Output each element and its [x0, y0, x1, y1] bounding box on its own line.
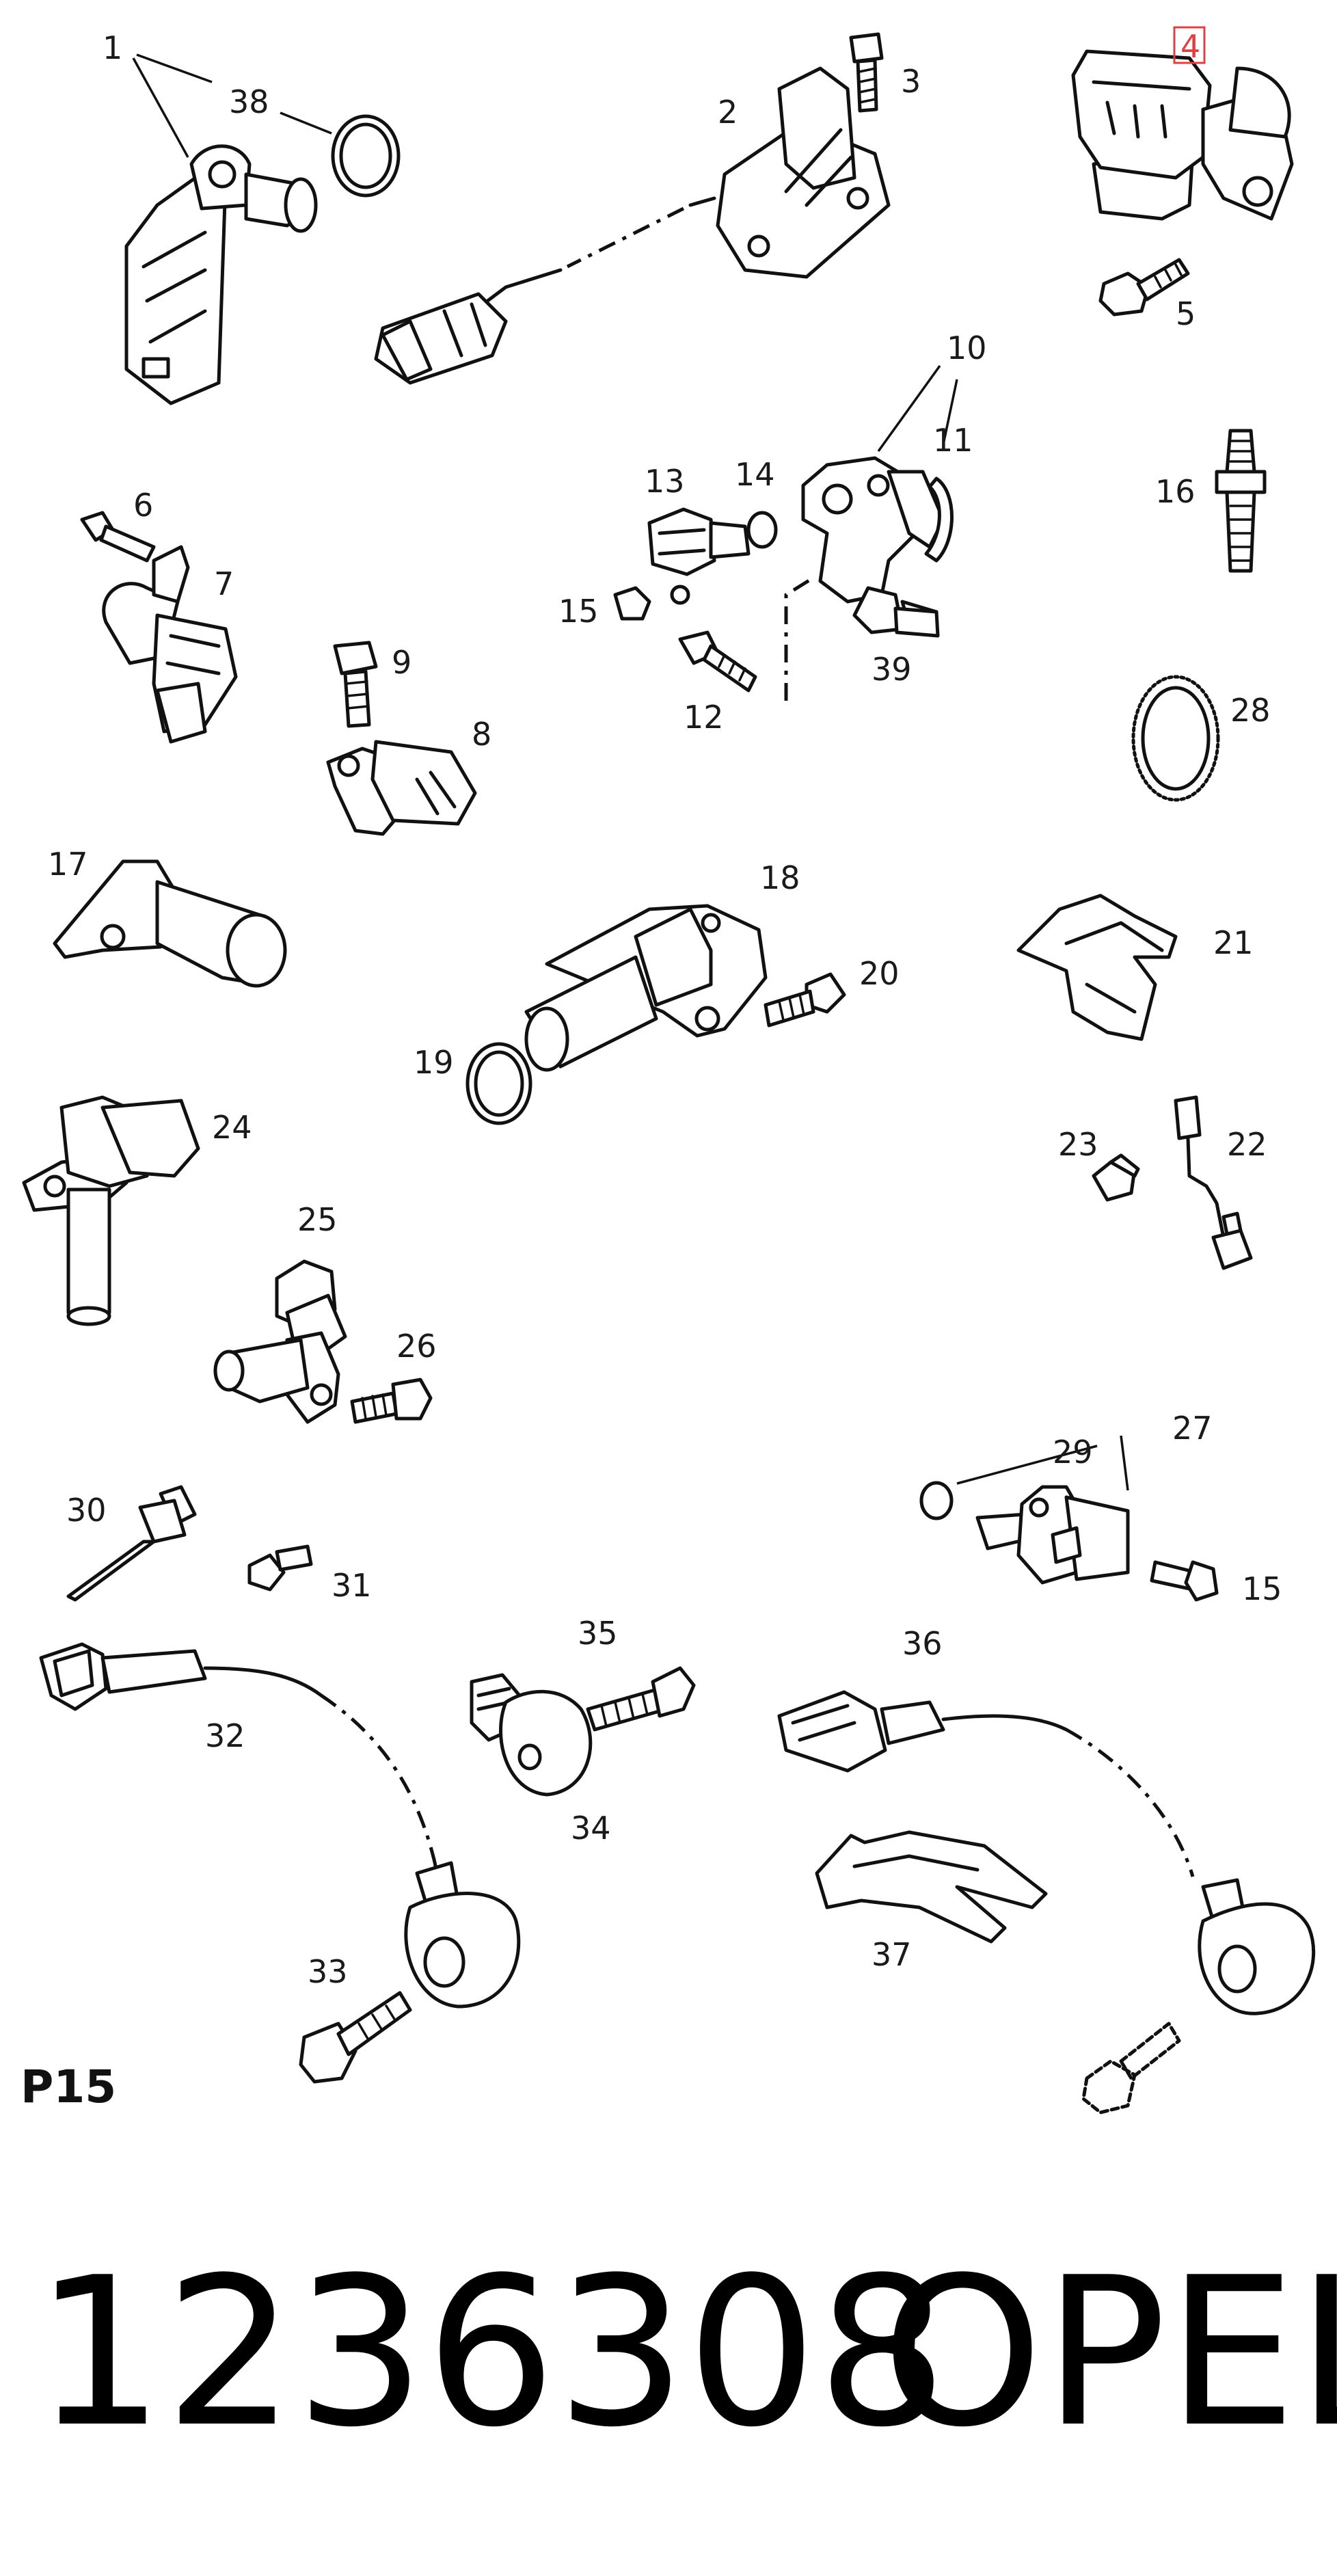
part-32-knock-sensor — [39, 1642, 521, 2009]
callout-31: 31 — [332, 1567, 372, 1604]
callout-29: 28 — [1230, 692, 1271, 729]
callout-13: 13 — [645, 463, 685, 500]
callout-1: 1 — [103, 29, 122, 66]
assembly-line — [784, 576, 815, 701]
callout-39: 39 — [872, 651, 912, 688]
leader-lines — [132, 53, 1129, 1491]
part-24-sensor — [22, 1095, 200, 1326]
part-30-sensor — [66, 1485, 197, 1602]
callout-4: 4 — [1180, 28, 1200, 65]
callout-11: 11 — [933, 422, 973, 459]
callout-17: 17 — [48, 846, 88, 883]
part-33-bolt — [299, 1991, 412, 2084]
callout-8: 8 — [472, 716, 491, 753]
callout-25: 25 — [297, 1201, 338, 1238]
callout-20: 20 — [859, 955, 900, 992]
part-34-knock-sensor — [470, 1673, 593, 1797]
callout-28: 29 — [1053, 1434, 1093, 1471]
part-35-bolt — [586, 1666, 696, 1732]
callout-9: 9 — [392, 644, 411, 681]
callout-34: 34 — [571, 1810, 611, 1847]
sheet-code: P15 — [21, 2061, 116, 2113]
part-4-camshaft-position-sensor — [1071, 49, 1294, 221]
callout-35: 35 — [578, 1615, 618, 1652]
callout-23: 23 — [1058, 1126, 1098, 1163]
part-10-sensor-bracket — [801, 456, 945, 634]
part-12-bolt — [678, 630, 757, 693]
part-23-bolt — [1092, 1153, 1140, 1202]
part-5-bolt — [1098, 258, 1190, 317]
callout-15-lower: 15 — [1242, 1570, 1282, 1607]
part-21-clip — [1016, 894, 1178, 1041]
callout-38: 38 — [229, 83, 269, 120]
part-15-bolt-lower — [1150, 1560, 1219, 1602]
callout-32: 32 — [205, 1717, 245, 1754]
part-14-o-ring — [746, 511, 778, 549]
callout-27: 27 — [1172, 1410, 1213, 1447]
part-22-harness — [1174, 1095, 1253, 1270]
part-1-camshaft-sensor — [124, 144, 318, 405]
part-6-bolt — [80, 511, 156, 563]
part-9-bolt — [333, 641, 378, 728]
callout-10: 10 — [947, 330, 987, 366]
callout-30: 30 — [66, 1492, 107, 1529]
callout-21: 21 — [1213, 924, 1254, 961]
callout-33: 33 — [308, 1953, 348, 1990]
callout-22: 22 — [1227, 1126, 1267, 1163]
part-29-tone-wheel — [1131, 675, 1220, 802]
part-19-o-ring — [465, 1042, 532, 1125]
callout-26: 26 — [396, 1328, 437, 1365]
part-26-bolt — [350, 1378, 433, 1424]
part-16-stud — [1215, 429, 1267, 573]
part-31-bolt — [247, 1544, 313, 1592]
part-3-bolt — [849, 32, 884, 113]
callout-15-upper: 15 — [558, 593, 599, 630]
callout-18: 18 — [760, 859, 800, 896]
part-20-bolt — [764, 972, 846, 1028]
callout-14: 14 — [735, 456, 775, 493]
callouts: 1 38 2 3 4 5 10 11 16 13 14 6 7 15 39 9 … — [48, 26, 1282, 1990]
part-13-sensor — [647, 507, 751, 605]
part-25-sensor — [213, 1259, 347, 1424]
callout-7: 7 — [214, 565, 234, 602]
part-37-bracket — [815, 1830, 1048, 1944]
part-7-sensor — [102, 545, 238, 744]
callout-5: 5 — [1176, 295, 1196, 332]
callout-12: 12 — [684, 699, 724, 736]
callout-3: 3 — [901, 63, 921, 100]
part-18-sensor — [524, 904, 768, 1072]
part-15-bolt-upper — [613, 586, 651, 621]
callout-24: 24 — [212, 1109, 252, 1146]
callout-6: 6 — [133, 487, 153, 524]
part-27-sensor — [975, 1485, 1130, 1585]
part-2-sensor-harness — [374, 66, 891, 385]
callout-37: 37 — [872, 1936, 912, 1973]
callout-19: 19 — [414, 1044, 454, 1081]
brand-name: OPEL — [882, 2233, 1337, 2472]
part-28-o-ring — [919, 1481, 954, 1520]
part-number: 1236308 — [34, 2233, 947, 2472]
part-17-sensor — [53, 859, 287, 988]
callout-2: 2 — [718, 94, 738, 131]
part-36-knock-sensor — [777, 1690, 1316, 2015]
bolt-lower-right — [1081, 2022, 1181, 2115]
callout-36: 36 — [902, 1625, 943, 1662]
part-8-sensor — [326, 740, 477, 836]
callout-16: 16 — [1155, 473, 1196, 510]
part-38-o-ring — [331, 114, 401, 198]
part-39-dowel — [893, 606, 940, 638]
part-11-seal — [924, 477, 954, 563]
callout-4-highlight-box — [1173, 26, 1206, 64]
